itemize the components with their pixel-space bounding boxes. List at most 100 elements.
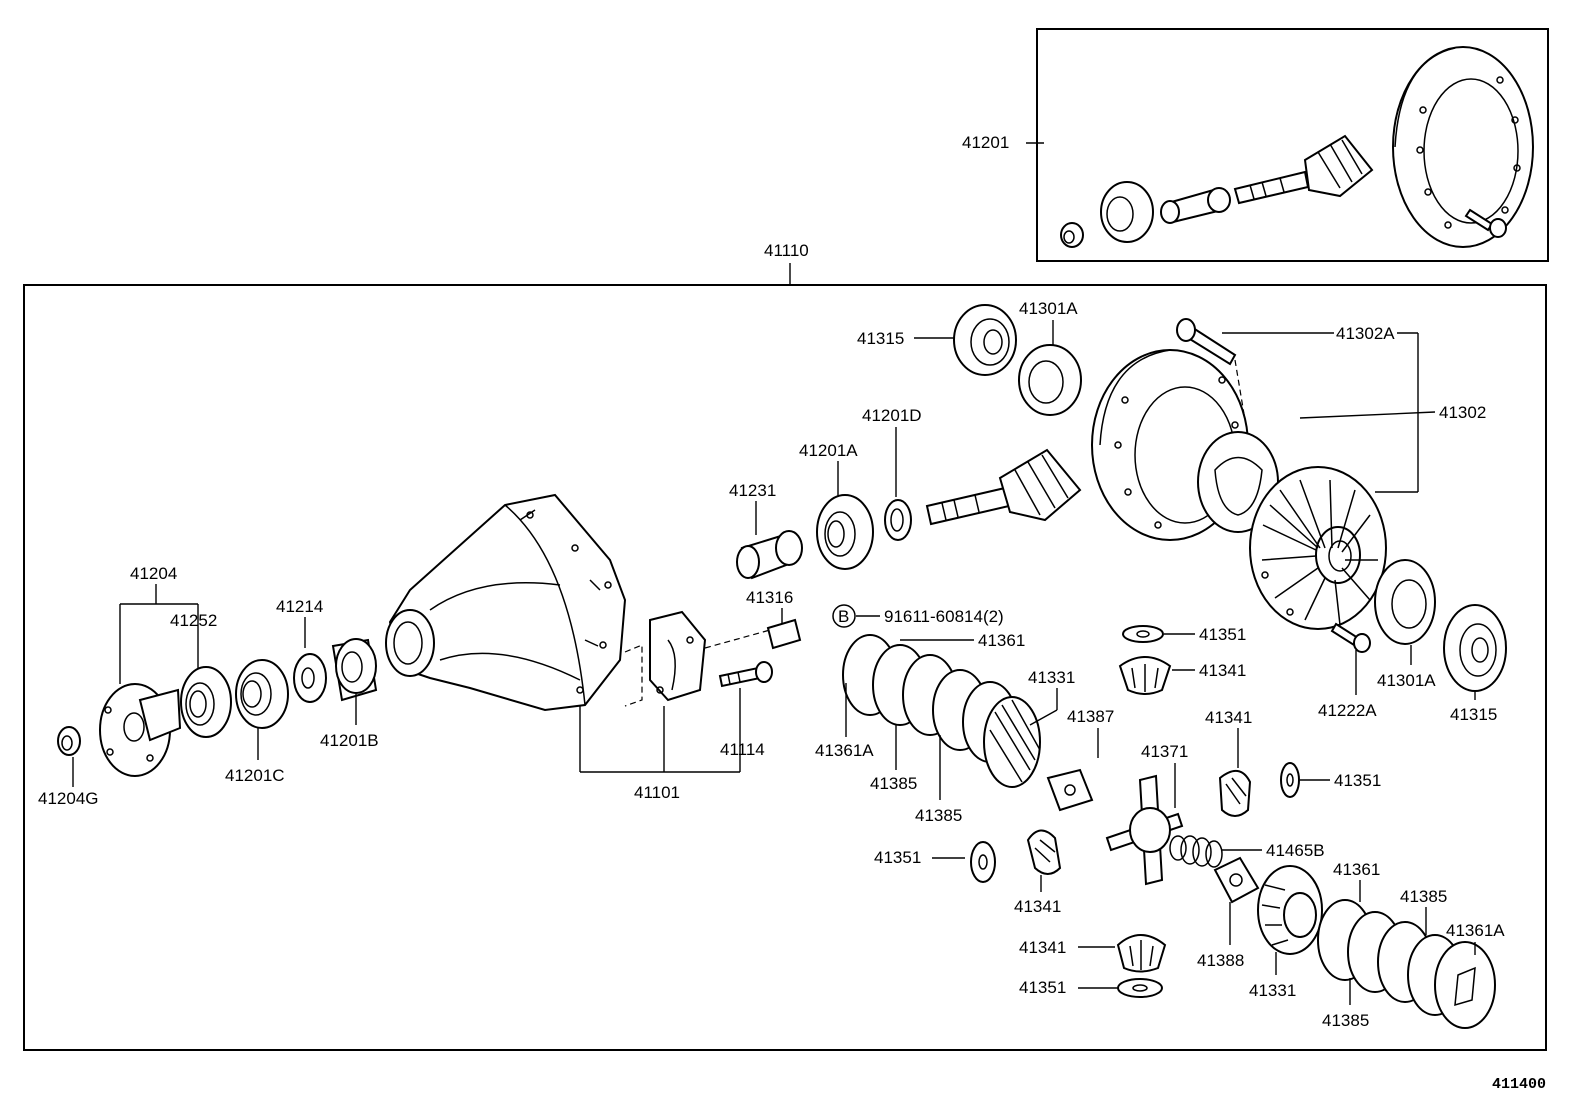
- svg-text:41231: 41231: [729, 481, 776, 500]
- part-41201A: 41201A: [799, 441, 874, 570]
- svg-text:41101: 41101: [634, 783, 680, 802]
- bearing-cap-icon: [649, 610, 707, 702]
- svg-text:41315: 41315: [857, 329, 904, 348]
- washer-icon: [1117, 978, 1163, 998]
- bearing-icon: [1018, 344, 1082, 416]
- svg-text:41331: 41331: [1028, 668, 1075, 687]
- part-41252: 41252: [170, 611, 232, 738]
- bearing-icon: [1443, 604, 1507, 692]
- oil-seal-icon: [1100, 181, 1154, 243]
- clutch-pack-right: 41331 41361 41385 41361A 41385: [1249, 860, 1505, 1030]
- part-41231: 41231: [729, 481, 803, 580]
- svg-text:41214: 41214: [276, 597, 323, 616]
- svg-text:41204: 41204: [130, 564, 177, 583]
- part-41351-c: 41351: [874, 841, 996, 883]
- figure-code: 411400: [1492, 1076, 1546, 1093]
- svg-text:41114: 41114: [720, 740, 765, 759]
- spacer-icon: [1160, 187, 1231, 224]
- part-41371: 41371: [1105, 742, 1188, 886]
- svg-text:41388: 41388: [1197, 951, 1244, 970]
- part-41341-a: 41341: [1118, 656, 1246, 695]
- side-gear-icon: [1257, 865, 1323, 955]
- bolt-icon: [1464, 208, 1507, 238]
- svg-text:41371: 41371: [1141, 742, 1188, 761]
- companion-flange-icon: [99, 683, 182, 777]
- part-41201C: 41201C: [225, 659, 289, 785]
- part-41315-upper: 41315: [857, 304, 1017, 376]
- note-B: B 91611-60814(2): [832, 604, 1004, 628]
- svg-text:41301A: 41301A: [1019, 299, 1078, 318]
- spacer-icon: [293, 653, 327, 703]
- side-gear-icon: [1116, 934, 1167, 973]
- part-41465B: 41465B: [1169, 835, 1325, 868]
- nut-icon: [1060, 222, 1084, 248]
- svg-text:41385: 41385: [915, 806, 962, 825]
- lock-plate-icon: [1213, 856, 1260, 904]
- ring-pinion-inset: 41201: [962, 28, 1549, 262]
- part-41302A: 41302A: [1176, 318, 1419, 493]
- lock-plate-icon: [766, 618, 802, 650]
- part-41387: 41387: [1046, 707, 1114, 812]
- svg-text:41351: 41351: [1199, 625, 1246, 644]
- washer-icon: [1122, 625, 1164, 643]
- part-41114: 41114: [718, 661, 773, 759]
- part-41204: 41204: [99, 564, 199, 777]
- svg-text:41351: 41351: [874, 848, 921, 867]
- svg-text:41385: 41385: [1400, 887, 1447, 906]
- part-41101: 41101: [579, 610, 771, 802]
- svg-text:41341: 41341: [1199, 661, 1246, 680]
- svg-text:41204G: 41204G: [38, 789, 99, 808]
- part-41301A-lower: 41301A: [1374, 559, 1436, 690]
- part-41341-b: 41341: [1205, 708, 1252, 817]
- svg-text:41201C: 41201C: [225, 766, 285, 785]
- svg-text:41465B: 41465B: [1266, 841, 1325, 860]
- oil-seal-icon: [180, 666, 232, 738]
- drive-pinion-icon: [1233, 134, 1374, 205]
- part-41315-lower: 41315: [1443, 604, 1507, 724]
- lock-plate-icon: [1046, 768, 1094, 812]
- svg-text:41302: 41302: [1439, 403, 1486, 422]
- bearing-icon: [816, 494, 874, 570]
- part-41316: 41316: [746, 588, 802, 650]
- svg-text:41341: 41341: [1014, 897, 1061, 916]
- spring-icon: [1169, 835, 1223, 868]
- spacer-icon: [736, 530, 803, 580]
- differential-case-icon: [1197, 431, 1387, 630]
- svg-text:41361A: 41361A: [815, 741, 874, 760]
- svg-text:41351: 41351: [1334, 771, 1381, 790]
- bearing-icon: [1374, 559, 1436, 645]
- bolt-icon: [718, 661, 773, 688]
- svg-text:41351: 41351: [1019, 978, 1066, 997]
- svg-text:41361: 41361: [1333, 860, 1380, 879]
- svg-text:41361A: 41361A: [1446, 921, 1505, 940]
- svg-text:41222A: 41222A: [1318, 701, 1377, 720]
- part-41302: 41302: [1091, 349, 1486, 630]
- part-41301A-upper: 41301A: [1018, 299, 1082, 416]
- bolt-icon: [1330, 622, 1371, 653]
- svg-text:41385: 41385: [1322, 1011, 1369, 1030]
- svg-text:41201B: 41201B: [320, 731, 379, 750]
- svg-text:41341: 41341: [1205, 708, 1252, 727]
- bolt-icon: [1176, 318, 1237, 366]
- part-41341-d: 41341: [1019, 934, 1167, 973]
- svg-text:41302A: 41302A: [1336, 324, 1395, 343]
- part-41222A: 41222A: [1318, 622, 1377, 720]
- side-gear-icon: [1026, 829, 1062, 875]
- bearing-icon: [953, 304, 1017, 376]
- label-41201: 41201: [962, 133, 1009, 152]
- svg-text:41201A: 41201A: [799, 441, 858, 460]
- assembly-frame: [23, 284, 1547, 1051]
- side-gear-icon: [1118, 656, 1172, 695]
- ring-gear-icon: [1392, 46, 1534, 248]
- part-41201B: 41201B: [320, 638, 379, 750]
- svg-text:41387: 41387: [1067, 707, 1114, 726]
- svg-text:41252: 41252: [170, 611, 217, 630]
- inset-frame: [1036, 28, 1549, 262]
- part-41351-b: 41351: [1280, 762, 1381, 798]
- bearing-icon: [235, 659, 289, 729]
- side-gear-icon: [983, 696, 1041, 788]
- part-41351-d: 41351: [1019, 978, 1163, 998]
- svg-text:B: B: [838, 607, 849, 626]
- clutch-pack-left: 41361 41361A 41385 41385 41331: [815, 631, 1075, 825]
- bearing-icon: [331, 638, 378, 702]
